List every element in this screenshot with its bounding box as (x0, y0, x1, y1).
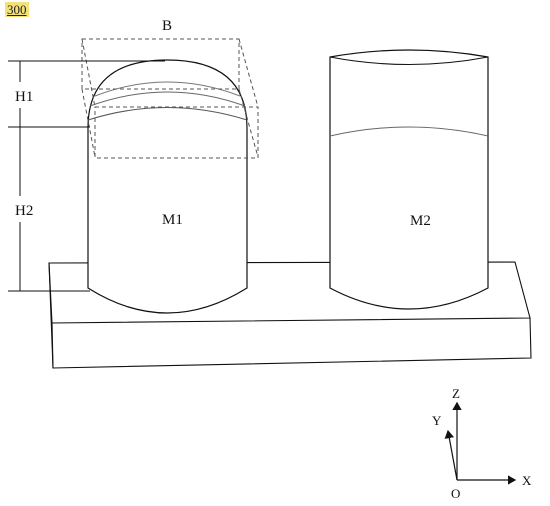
m2-section-line (329, 126, 489, 137)
height-h1-label: H1 (15, 89, 33, 105)
y-axis-label: Y (432, 413, 442, 428)
m1-dome-line-1 (94, 81, 241, 97)
m1-dome-line-3 (87, 107, 248, 121)
height-dimensions (8, 60, 165, 292)
coordinate-axes (444, 401, 517, 485)
origin-label: O (451, 486, 460, 501)
m1-dome-line-2 (89, 91, 246, 107)
y-axis-arrow (444, 429, 458, 481)
member-m1-body (87, 59, 248, 314)
member-m2: M2 (329, 49, 489, 310)
member-m2-top-edge (329, 56, 489, 66)
base-plate-left-edge (48, 262, 54, 369)
bounding-box-label: B (162, 18, 172, 34)
member-m2-body (329, 49, 489, 310)
member-m1-label: M1 (162, 212, 183, 228)
height-h2-label: H2 (15, 203, 33, 219)
x-axis-label: X (522, 473, 532, 488)
base-plate-front-face (51, 317, 532, 369)
member-m2-label: M2 (410, 213, 431, 229)
z-axis-label: Z (452, 386, 460, 401)
figure-reference-number: 300 (5, 2, 29, 17)
bounding-box-b (81, 38, 259, 159)
member-m1: M1 (87, 59, 248, 314)
